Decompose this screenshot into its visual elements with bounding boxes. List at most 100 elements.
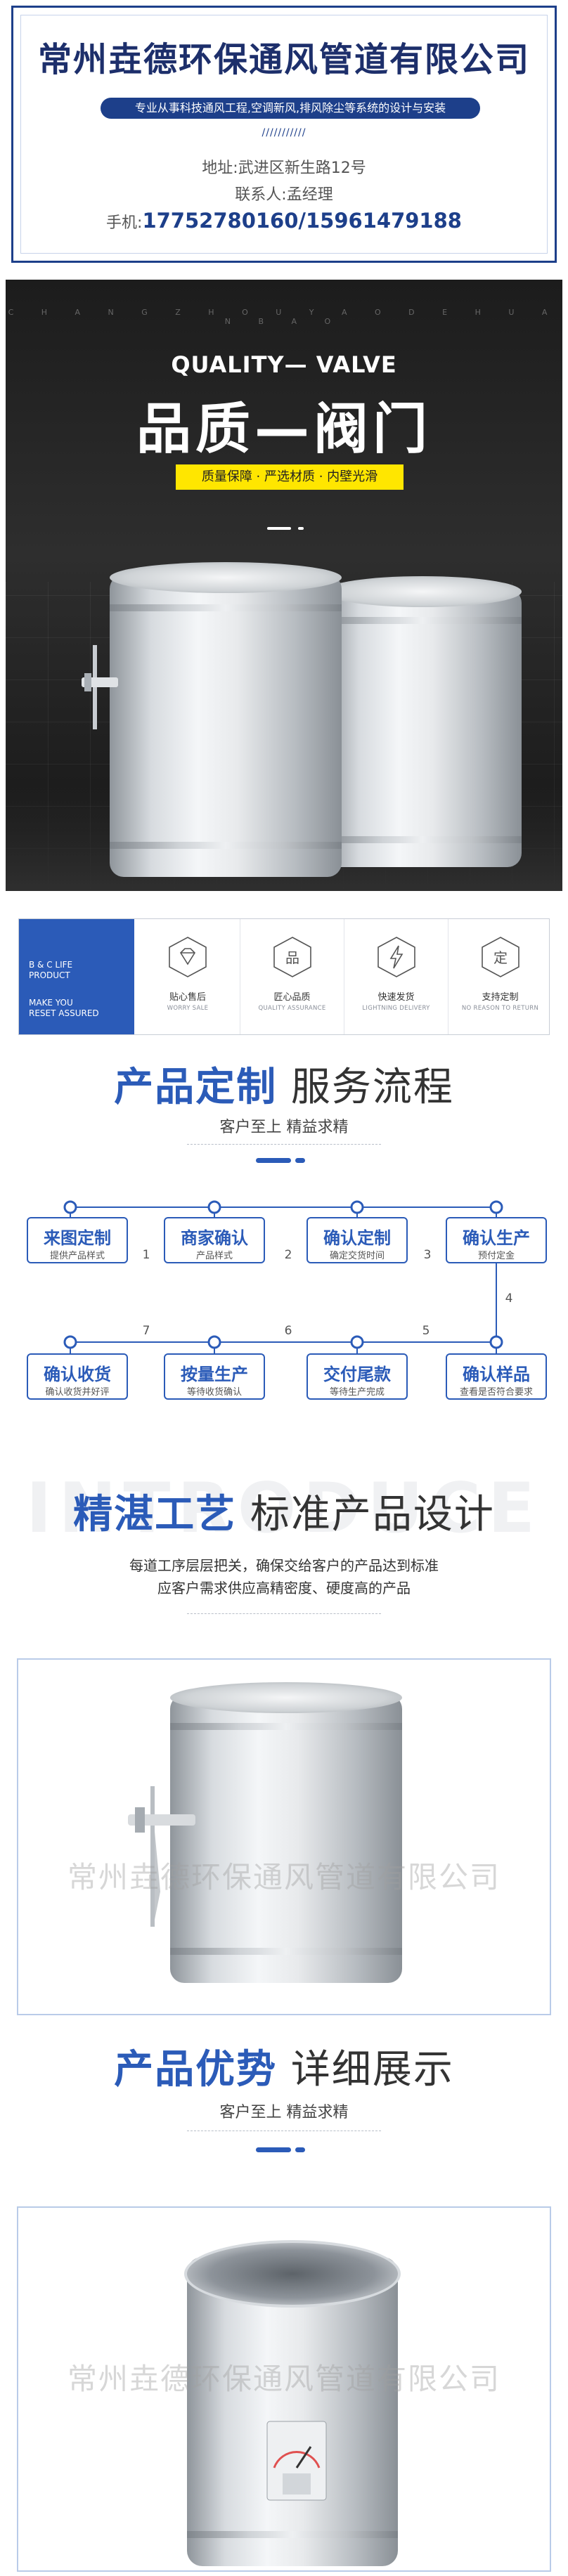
cylinder-top-rim [110,562,342,593]
carousel-dot-active[interactable] [267,527,291,530]
process-title-blue: 产品定制 [114,1065,278,1110]
cylinder-opening [184,2240,401,2308]
feature-item-after-sale: 贴心售后 WORRY SALE [136,919,240,1034]
advantage-pill-indicator [256,2147,312,2152]
header-inner-border [20,15,548,254]
step-number: 6 [284,1324,292,1338]
process-step-8: 确认收货 确认收货并好评 [27,1353,128,1400]
craft-title-blue: 精湛工艺 [73,1492,237,1537]
product-image-frame-1: 常州垚德环保通风管道有限公司 [17,1658,551,2015]
step-title: 来图定制 [44,1228,111,1248]
hero-watermark: C H A N G Z H O U Y A O D E H U A N B A … [8,308,560,326]
step-number: 2 [284,1248,292,1262]
valve-product-cylinder [170,1682,402,1983]
step-subtitle: 等待生产完成 [329,1387,385,1398]
cylinder-rib [187,2531,398,2538]
feature-item-custom: 定 支持定制 NO REASON TO RETURN [448,919,552,1034]
craft-description-line: 每道工序层层把关，确保交给客户的产品达到标准 [129,1557,439,1574]
hero-title: 品质—阀门 [136,398,432,461]
phone-label: 手机: [106,214,143,232]
product-icon: 品 [273,937,311,977]
process-step-4: 确认生产 预付定金 [446,1217,547,1263]
intro-line: B & C LIFE [29,960,73,970]
company-name: 常州垚德环保通风管道有限公司 [37,40,530,79]
valve-cylinder-front [110,562,342,877]
address-text: 地址:武进区新生路12号 [202,160,366,177]
cylinder-rib [110,842,342,849]
step-title: 确认样品 [463,1365,530,1384]
valve-handle-icon [82,645,118,729]
process-title-dark: 服务流程 [277,1065,454,1110]
feature-sublabel: LIGHTNING DELIVERY [362,1005,430,1012]
process-subtitle: 客户至上 精益求精 [219,1119,349,1136]
custom-glyph: 定 [493,949,508,966]
step-title: 交付尾款 [323,1365,391,1384]
advantage-title-dark: 详细展示 [277,2047,454,2093]
valve-cylinder-back [323,576,522,867]
step-number: 7 [142,1324,150,1338]
cylinder-rib [323,617,522,624]
step-subtitle: 查看是否符合要求 [459,1387,533,1398]
step-subtitle: 预付定金 [477,1251,515,1261]
process-section-title: 产品定制 服务流程 [0,1055,568,1112]
cylinder-top-rim [323,576,522,607]
cylinder-rib [170,1948,402,1955]
valve-product-cylinder-open [184,2240,401,2566]
hero-quality-heading: QUALITY— VALVE [171,351,397,378]
contact-person-text: 联系人:孟经理 [235,186,333,204]
product-glyph: 品 [285,949,299,966]
intro-line: PRODUCT [29,970,70,980]
step-number: 1 [142,1248,150,1262]
feature-label: 快速发货 [377,992,415,1003]
craft-section-title: 精湛工艺 标准产品设计 [0,1483,568,1540]
step-title: 商家确认 [181,1228,248,1248]
intro-line: MAKE YOU [29,998,73,1008]
feature-item-quality: 品 匠心品质 QUALITY ASSURANCE [240,919,344,1034]
divider-slashes: /////////// [262,127,306,138]
carousel-dot[interactable] [298,527,304,530]
step-subtitle: 确定交货时间 [329,1251,385,1261]
damper-gauge-icon [266,2421,327,2501]
custom-icon: 定 [482,937,519,977]
phone-number[interactable]: 17752780160/15961479188 [142,209,462,233]
lightning-icon [377,937,415,977]
cylinder-top-rim [170,1682,402,1713]
cylinder-rib [110,604,342,611]
tagline-band: 专业从事科技通风工程,空调新风,排风除尘等系统的设计与安装 [101,98,480,119]
step-title: 确认收货 [44,1365,111,1384]
feature-label: 贴心售后 [169,992,206,1003]
step-title: 按量生产 [181,1365,248,1384]
process-step-7: 按量生产 等待收货确认 [164,1353,265,1400]
feature-sublabel: WORRY SALE [167,1005,209,1012]
feature-sublabel: QUALITY ASSURANCE [258,1005,326,1012]
craft-background-text: INTRODUCE [26,1469,542,1549]
company-header-card: 常州垚德环保通风管道有限公司 专业从事科技通风工程,空调新风,排风除尘等系统的设… [11,6,557,263]
feature-sublabel: NO REASON TO RETURN [461,1005,539,1012]
process-step-6: 交付尾款 等待生产完成 [306,1353,408,1400]
step-title: 确认生产 [463,1228,530,1248]
step-subtitle: 等待收货确认 [186,1387,242,1398]
craft-title-dark: 标准产品设计 [236,1492,495,1537]
hero-carousel-dots[interactable] [267,527,312,530]
process-pill-indicator [256,1158,312,1163]
hero-banner: C H A N G Z H O U Y A O D E H U A N B A … [6,280,562,891]
product-watermark: 常州垚德环保通风管道有限公司 [67,1860,501,1894]
phone-row: 手机:17752780160/15961479188 [13,209,555,233]
advantage-title-blue: 产品优势 [114,2047,278,2093]
feature-label: 支持定制 [482,992,519,1003]
valve-handle-icon [128,1786,195,1927]
intro-line: RESET ASSURED [29,1008,99,1018]
feature-label: 匠心品质 [273,992,311,1003]
product-watermark: 常州垚德环保通风管道有限公司 [67,2362,501,2396]
step-subtitle: 产品样式 [195,1251,233,1261]
feature-item-delivery: 快速发货 LIGHTNING DELIVERY [344,919,448,1034]
cylinder-rib [170,1723,402,1730]
step-number: 3 [423,1248,432,1262]
step-number: 4 [505,1292,513,1306]
hero-badge: 质量保障 · 严选材质 · 内壁光滑 [176,464,404,490]
product-image-frame-2: 常州垚德环保通风管道有限公司 [17,2206,551,2572]
cylinder-rib [323,836,522,843]
step-title: 确认定制 [323,1228,391,1248]
craft-description-line: 应客户需求供应高精密度、硬度高的产品 [157,1580,411,1596]
